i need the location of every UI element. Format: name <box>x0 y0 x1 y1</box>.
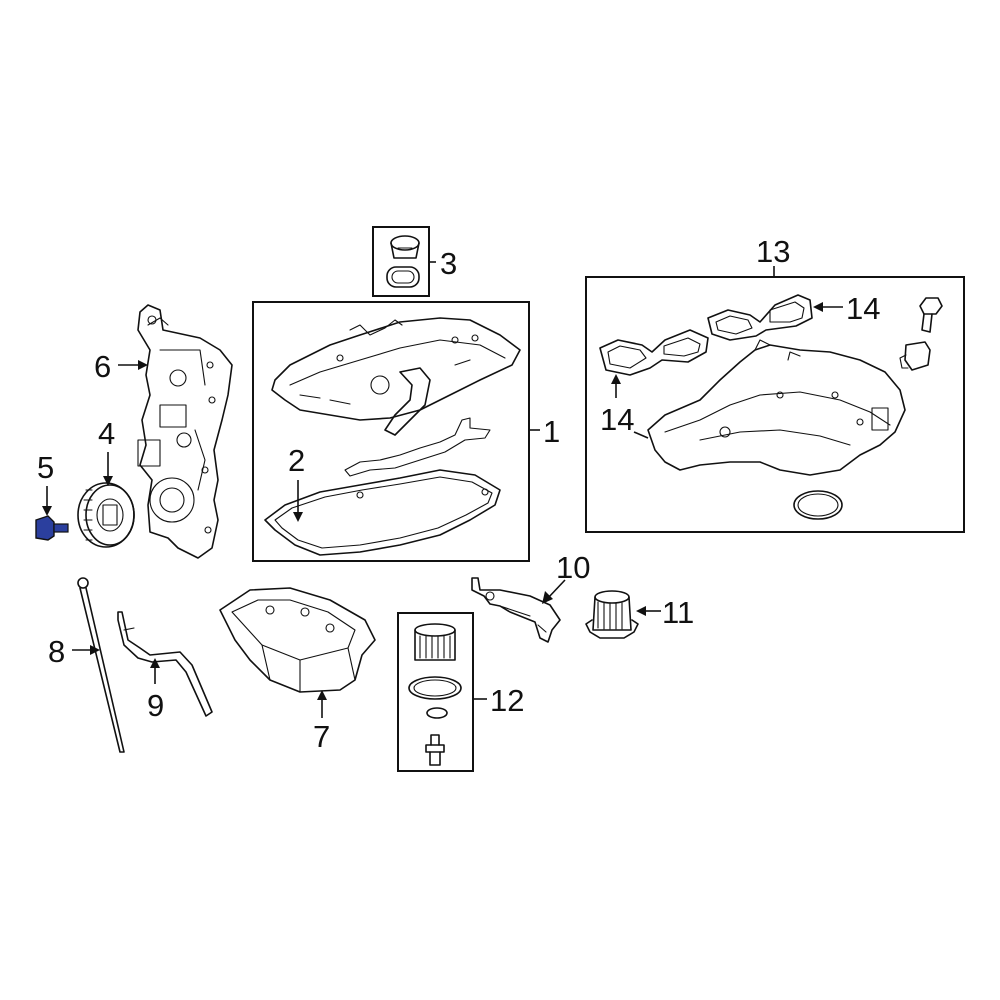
intake-manifold-part-13[interactable] <box>647 339 906 520</box>
spark-plug-tube-gasket[interactable] <box>344 417 491 477</box>
callout-4: 4 <box>98 416 115 451</box>
oil-filter-group-box <box>397 612 474 772</box>
oil-pan-part-7[interactable] <box>219 587 376 693</box>
intake-gasket-part-14-left[interactable] <box>599 329 709 376</box>
oil-dipstick-part-8[interactable] <box>77 577 125 753</box>
callout-5: 5 <box>37 450 54 485</box>
timing-cover-part-6[interactable] <box>137 304 233 559</box>
bracket-part-10[interactable] <box>471 577 561 643</box>
dipstick-tube-part-9[interactable] <box>117 611 213 717</box>
callout-13: 13 <box>756 234 790 269</box>
callout-6: 6 <box>94 349 111 384</box>
callout-8: 8 <box>48 634 65 669</box>
intake-manifold-group-box <box>585 276 965 533</box>
valve-cover-group-box <box>252 301 530 562</box>
callout-7: 7 <box>313 719 330 754</box>
crankshaft-pulley-part-4[interactable] <box>77 482 135 548</box>
callout-2: 2 <box>288 443 305 478</box>
intake-gasket-part-14-right[interactable] <box>707 294 813 341</box>
valve-cover-part-1[interactable] <box>271 317 521 436</box>
oil-filter-kit-part-12[interactable] <box>408 623 462 766</box>
oil-filter-cap-part-11[interactable] <box>585 590 639 639</box>
oil-filler-cap-group-box <box>372 226 430 297</box>
callout-11: 11 <box>662 595 694 630</box>
callout-labels: 1 2 3 4 5 6 7 8 9 10 11 12 13 14 14 <box>37 234 880 754</box>
callout-12: 12 <box>490 683 524 718</box>
manifold-sensor[interactable] <box>899 341 931 371</box>
callout-9: 9 <box>147 688 164 723</box>
valve-cover-gasket-part-2[interactable] <box>264 469 501 556</box>
crank-bolt-part-5[interactable] <box>35 515 69 541</box>
oil-filler-cap-part-3[interactable] <box>386 235 420 288</box>
callout-14-right: 14 <box>846 291 880 326</box>
callout-10: 10 <box>556 550 590 585</box>
callout-3: 3 <box>440 246 457 281</box>
leader-lines <box>42 261 843 718</box>
callout-14-left: 14 <box>600 402 634 437</box>
callout-1: 1 <box>543 414 560 449</box>
manifold-bolt[interactable] <box>919 297 943 333</box>
